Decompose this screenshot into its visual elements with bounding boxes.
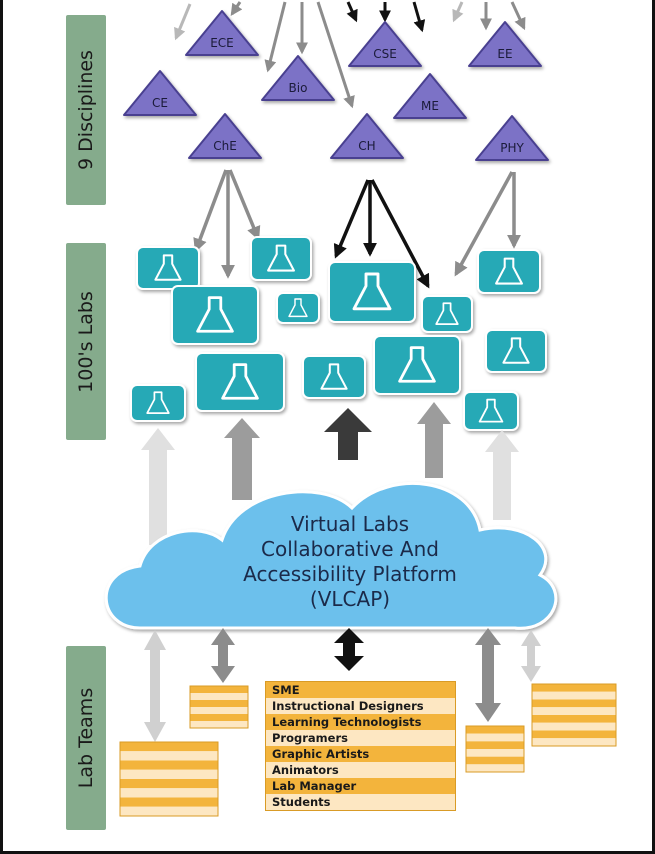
team-stack: [531, 683, 617, 747]
role-item: Animators: [266, 762, 455, 778]
platform-line-2: Collaborative And: [261, 537, 439, 561]
team-stack-stripe: [466, 749, 524, 757]
discipline-triangle: CSE: [348, 21, 422, 67]
side-label-teams: Lab Teams: [66, 646, 106, 830]
team-stack-stripe: [532, 738, 616, 746]
role-item: Learning Technologists: [266, 714, 455, 730]
team-stack-stripe: [532, 699, 616, 708]
role-item: Programers: [266, 730, 455, 746]
discipline-triangle: Bio: [261, 55, 335, 101]
lab-tile: [171, 285, 259, 345]
team-stack-stripe: [120, 751, 218, 761]
lab-tile: [302, 355, 366, 399]
side-label-labs: 100's Labs: [66, 243, 106, 440]
team-stack-stripe: [190, 714, 248, 721]
lab-tile: [130, 384, 186, 422]
discipline-triangle: EE: [468, 21, 542, 67]
team-stack-stripe: [120, 797, 218, 807]
team-stack-stripe: [532, 707, 616, 715]
discipline-label: ECE: [210, 36, 234, 50]
platform-line-1: Virtual Labs: [291, 512, 409, 536]
lab-tile: [250, 236, 312, 281]
role-item: SME: [266, 682, 455, 698]
team-stack: [189, 685, 249, 729]
vlcap-cloud: [104, 481, 558, 630]
discipline-triangle: CH: [330, 113, 404, 159]
team-stack-stripe: [466, 756, 524, 765]
discipline-label: Bio: [289, 81, 308, 95]
discipline-label: ME: [421, 99, 439, 113]
team-stack-stripe: [190, 700, 248, 707]
discipline-label: CE: [152, 96, 168, 110]
team-stack-stripe: [120, 806, 218, 816]
lab-tile: [195, 352, 285, 412]
team-stack-stripe: [532, 691, 616, 700]
team-stack-stripe: [120, 779, 218, 789]
discipline-label: EE: [497, 47, 512, 61]
discipline-triangle: PHY: [475, 115, 549, 161]
role-item: Lab Manager: [266, 778, 455, 794]
lab-tile: [477, 249, 541, 294]
role-item: Instructional Designers: [266, 698, 455, 714]
role-item: Students: [266, 794, 455, 810]
team-stack-stripe: [190, 693, 248, 700]
discipline-label: CH: [358, 139, 375, 153]
lab-tile: [328, 261, 416, 323]
team-stack: [465, 725, 525, 773]
lab-tile: [463, 391, 519, 431]
role-item: Graphic Artists: [266, 746, 455, 762]
team-stack-stripe: [466, 733, 524, 742]
discipline-triangle: ECE: [185, 10, 259, 56]
team-stack-stripe: [120, 742, 218, 752]
discipline-label: CSE: [373, 47, 397, 61]
team-stack-stripe: [190, 721, 248, 728]
team-stacks: [119, 683, 617, 817]
lab-tiles: [130, 236, 547, 431]
team-stack-stripe: [120, 788, 218, 798]
team-stack: [119, 741, 219, 817]
lab-tile: [276, 292, 320, 324]
incoming-arrows-top: [174, 1, 526, 109]
team-stack-stripe: [120, 760, 218, 770]
discipline-to-lab-arrows: [193, 169, 521, 289]
team-stack-stripe: [466, 726, 524, 734]
platform-team-double-arrows: [144, 628, 541, 742]
team-stack-stripe: [532, 715, 616, 723]
lab-tile: [485, 329, 547, 373]
discipline-triangle: ChE: [188, 113, 262, 159]
team-stack-stripe: [120, 769, 218, 779]
team-stack-stripe: [190, 686, 248, 693]
side-label-disciplines: 9 Disciplines: [66, 15, 106, 205]
discipline-label: ChE: [213, 139, 237, 153]
team-stack-stripe: [532, 722, 616, 731]
platform-line-4: (VLCAP): [310, 587, 390, 611]
discipline-triangle: CE: [123, 70, 197, 116]
lab-tile: [421, 295, 473, 333]
team-stack-stripe: [190, 707, 248, 714]
team-stack-stripe: [466, 741, 524, 749]
team-roles-list: SME Instructional Designers Learning Tec…: [265, 681, 456, 811]
discipline-triangle: ME: [393, 73, 467, 119]
discipline-label: PHY: [500, 141, 524, 155]
team-stack-stripe: [532, 730, 616, 739]
platform-to-labs-arrows: [141, 402, 519, 545]
platform-line-3: Accessibility Platform: [243, 562, 457, 586]
lab-tile: [136, 246, 200, 290]
lab-tile: [373, 335, 461, 395]
team-stack-stripe: [532, 684, 616, 692]
team-stack-stripe: [466, 764, 524, 772]
